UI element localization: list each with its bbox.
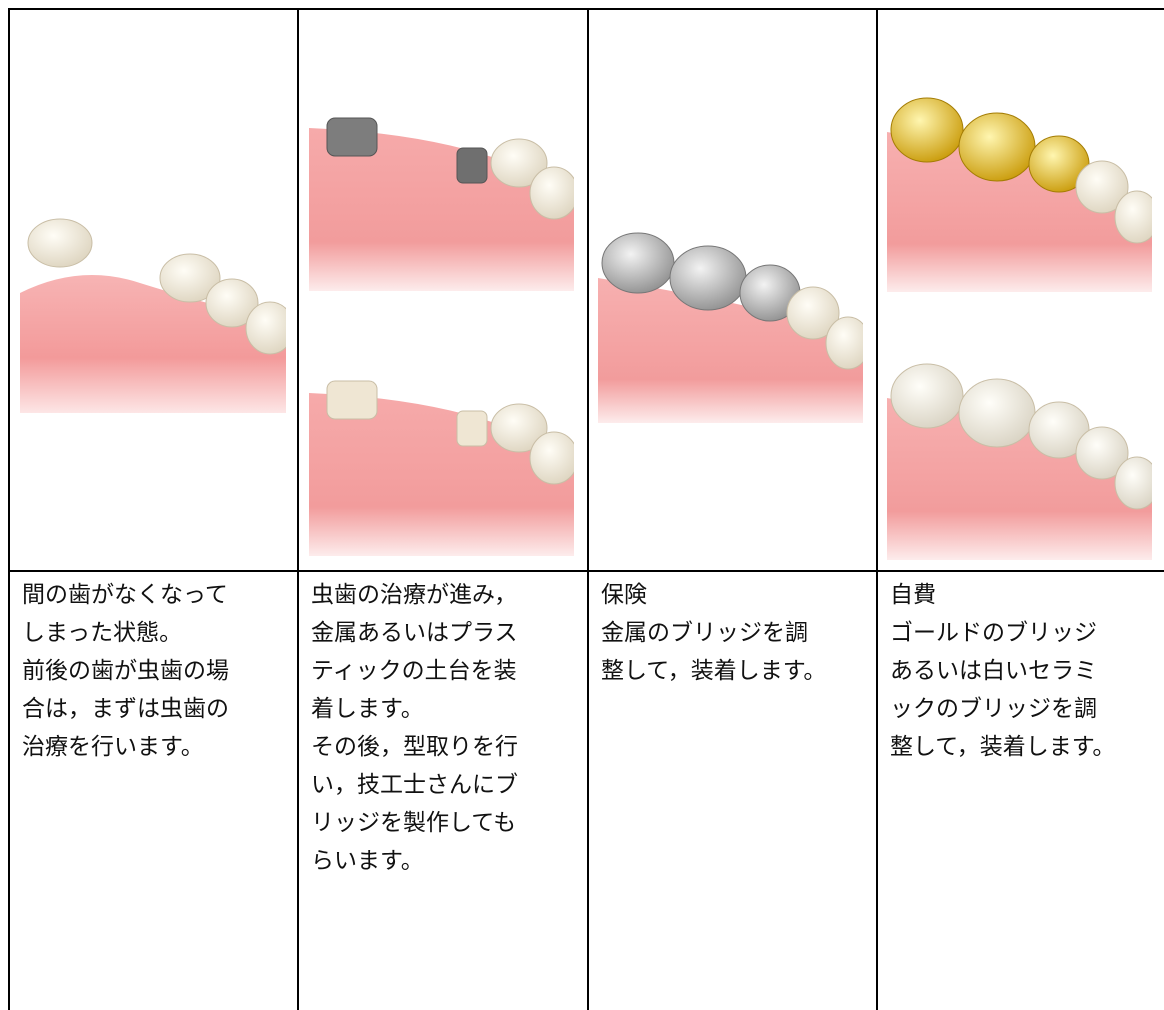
cell-text-self-pay: 自費 ゴールドのブリッジ あるいは白いセラミ ックのブリッジを調 整して，装着し… <box>890 576 1115 766</box>
text-line: しまった状態。 <box>22 620 183 646</box>
cell-text-insurance: 保険 金属のブリッジを調 整して，装着します。 <box>601 576 826 690</box>
text-line: 自費 <box>890 582 936 608</box>
text-line: ックのブリッジを調 <box>890 696 1097 722</box>
col-border-1 <box>297 8 299 1010</box>
text-line: 保険 <box>601 582 647 608</box>
text-line: 合は，まずは虫歯の <box>22 696 229 722</box>
row-divider <box>8 570 1164 572</box>
text-line: 整して，装着します。 <box>601 658 827 684</box>
text-line: 金属あるいはプラス <box>311 620 518 646</box>
text-line: 治療を行います。 <box>22 734 204 760</box>
metal-abutment-illustration <box>309 108 574 291</box>
col-border-left <box>8 8 10 1010</box>
text-line: 前後の歯が虫歯の場 <box>22 658 229 684</box>
text-line: 着します。 <box>311 696 424 722</box>
silver-bridge-illustration <box>598 218 863 423</box>
text-line: 間の歯がなくなって <box>22 582 228 608</box>
table-top-border <box>8 8 1164 10</box>
comparison-table: 間の歯がなくなって しまった状態。 前後の歯が虫歯の場 合は，まずは虫歯の 治療… <box>8 8 1164 1010</box>
text-line: リッジを製作しても <box>311 810 517 836</box>
col-border-2 <box>587 8 589 1010</box>
cell-text-abutment: 虫歯の治療が進み， 金属あるいはプラス ティックの土台を装 着します。 その後，… <box>311 576 518 880</box>
text-line: 虫歯の治療が進み， <box>311 582 518 608</box>
cell-text-missing-tooth: 間の歯がなくなって しまった状態。 前後の歯が虫歯の場 合は，まずは虫歯の 治療… <box>22 576 229 766</box>
text-line: あるいは白いセラミ <box>890 658 1097 684</box>
gold-bridge-illustration <box>887 92 1152 292</box>
text-line: その後，型取りを行 <box>311 734 518 760</box>
col-border-3 <box>876 8 878 1010</box>
text-line: ティックの土台を装 <box>311 658 517 684</box>
text-line: 金属のブリッジを調 <box>601 620 808 646</box>
ceramic-bridge-illustration <box>887 358 1152 560</box>
text-line: い，技工士さんにブ <box>311 772 518 798</box>
text-line: ゴールドのブリッジ <box>890 620 1097 646</box>
text-line: 整して，装着します。 <box>890 734 1116 760</box>
missing-tooth-illustration <box>20 213 286 413</box>
text-line: らいます。 <box>311 848 424 874</box>
plastic-abutment-illustration <box>309 373 574 556</box>
